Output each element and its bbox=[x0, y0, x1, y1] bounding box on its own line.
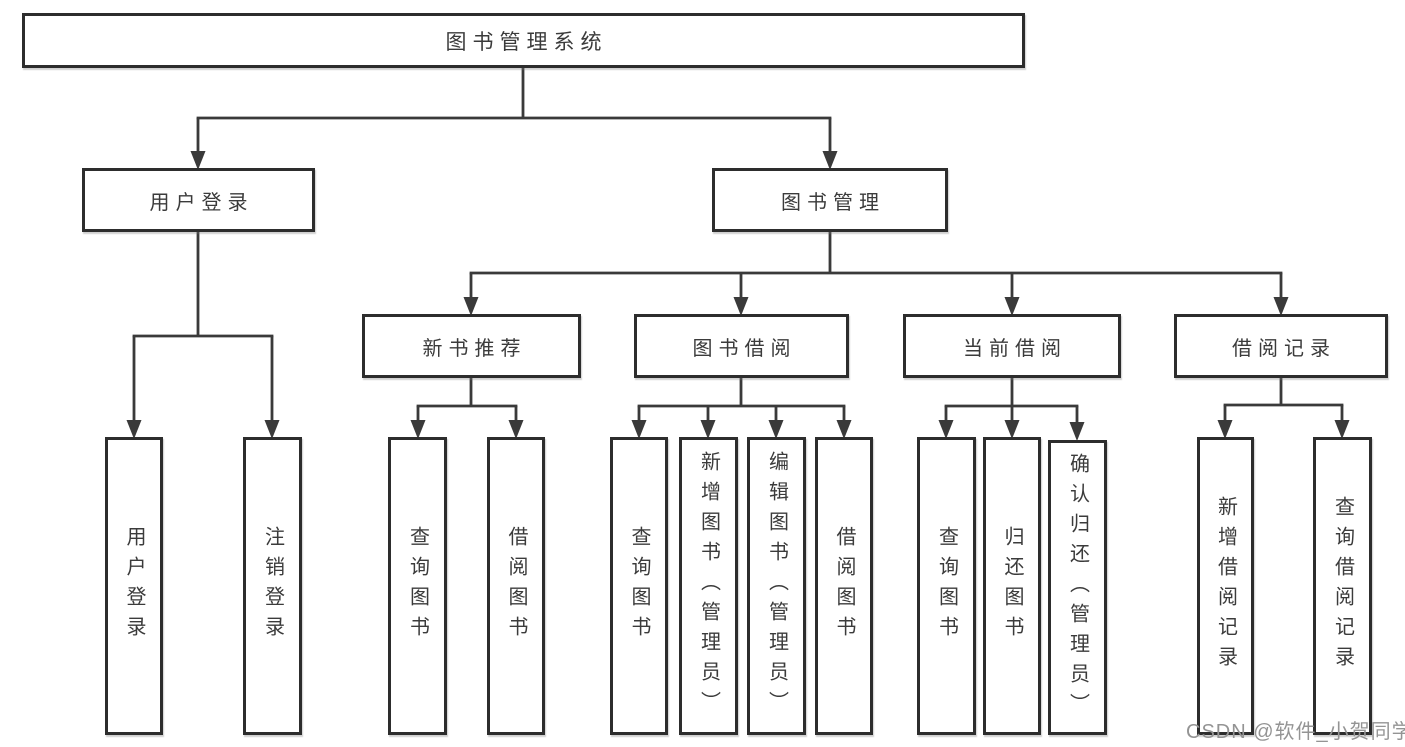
arrowhead-icon bbox=[938, 420, 954, 439]
node-book-management: 图书管理 bbox=[712, 168, 948, 232]
node-label-leaf-query-books-rec: 查询图书 bbox=[406, 526, 429, 646]
node-label-leaf-return-books: 归还图书 bbox=[1001, 526, 1023, 646]
arrowhead-icon bbox=[1069, 422, 1085, 441]
arrowhead-icon bbox=[126, 420, 142, 439]
node-label-leaf-borrow-books-rec: 借阅图书 bbox=[505, 526, 527, 646]
arrowhead-icon bbox=[190, 151, 206, 170]
arrowhead-icon bbox=[836, 420, 852, 439]
node-user-login: 用户登录 bbox=[82, 168, 315, 232]
arrowhead-icon bbox=[700, 420, 716, 439]
node-library-management-system: 图书管理系统 bbox=[22, 13, 1025, 68]
node-new-book-recommend: 新书推荐 bbox=[362, 314, 581, 378]
arrowhead-icon bbox=[264, 420, 280, 439]
node-leaf-query-books-rec: 查询图书 bbox=[388, 437, 447, 735]
node-borrowing-records: 借阅记录 bbox=[1174, 314, 1388, 378]
node-leaf-borrow-books-rec: 借阅图书 bbox=[487, 437, 545, 735]
arrowhead-icon bbox=[410, 420, 426, 439]
arrowhead-icon bbox=[1273, 297, 1289, 316]
arrowhead-icon bbox=[1004, 420, 1020, 439]
node-label-current-borrowing: 当前借阅 bbox=[963, 337, 1067, 360]
node-label-book-borrowing: 图书借阅 bbox=[692, 337, 797, 360]
node-label-leaf-query-borrow-record: 查询借阅记录 bbox=[1331, 496, 1354, 676]
arrowhead-icon bbox=[822, 151, 838, 170]
node-label-library-management-system: 图书管理系统 bbox=[445, 30, 608, 54]
arrowhead-icon bbox=[508, 420, 524, 439]
node-label-leaf-edit-book-admin: 编辑图书（管理员） bbox=[765, 451, 788, 721]
arrowhead-icon bbox=[1217, 420, 1233, 439]
node-leaf-return-books: 归还图书 bbox=[983, 437, 1041, 735]
node-book-borrowing: 图书借阅 bbox=[634, 314, 849, 378]
node-leaf-edit-book-admin: 编辑图书（管理员） bbox=[747, 437, 806, 735]
node-label-leaf-query-books-current: 查询图书 bbox=[935, 526, 958, 646]
node-current-borrowing: 当前借阅 bbox=[903, 314, 1121, 378]
node-label-leaf-query-books-borrow: 查询图书 bbox=[628, 526, 650, 646]
node-label-leaf-logout: 注销登录 bbox=[261, 526, 284, 646]
node-label-leaf-confirm-return-admin: 确认归还（管理员） bbox=[1066, 452, 1089, 723]
node-leaf-add-borrow-record: 新增借阅记录 bbox=[1197, 437, 1254, 735]
arrowhead-icon bbox=[768, 420, 784, 439]
node-label-user-login: 用户登录 bbox=[149, 191, 254, 214]
node-leaf-logout: 注销登录 bbox=[243, 437, 302, 735]
node-leaf-confirm-return-admin: 确认归还（管理员） bbox=[1048, 440, 1107, 735]
node-label-leaf-user-login: 用户登录 bbox=[123, 526, 145, 646]
node-label-new-book-recommend: 新书推荐 bbox=[422, 337, 527, 360]
watermark: CSDN @软件_小贺同学 bbox=[1186, 721, 1405, 743]
node-label-book-management: 图书管理 bbox=[781, 191, 885, 214]
arrowhead-icon bbox=[1004, 297, 1020, 316]
node-leaf-query-borrow-record: 查询借阅记录 bbox=[1313, 437, 1372, 735]
node-leaf-query-books-borrow: 查询图书 bbox=[610, 437, 668, 735]
arrowhead-icon bbox=[631, 420, 647, 439]
node-leaf-borrow-books-borrow: 借阅图书 bbox=[815, 437, 873, 735]
node-label-borrowing-records: 借阅记录 bbox=[1232, 337, 1336, 360]
node-label-leaf-add-borrow-record: 新增借阅记录 bbox=[1214, 496, 1237, 676]
arrowhead-icon bbox=[733, 297, 749, 316]
node-label-leaf-add-book-admin: 新增图书（管理员） bbox=[697, 451, 720, 721]
node-label-leaf-borrow-books-borrow: 借阅图书 bbox=[833, 526, 855, 646]
node-leaf-user-login: 用户登录 bbox=[105, 437, 163, 735]
node-leaf-query-books-current: 查询图书 bbox=[917, 437, 976, 735]
arrowhead-icon bbox=[463, 297, 479, 316]
node-leaf-add-book-admin: 新增图书（管理员） bbox=[679, 437, 738, 735]
arrowhead-icon bbox=[1334, 420, 1350, 439]
